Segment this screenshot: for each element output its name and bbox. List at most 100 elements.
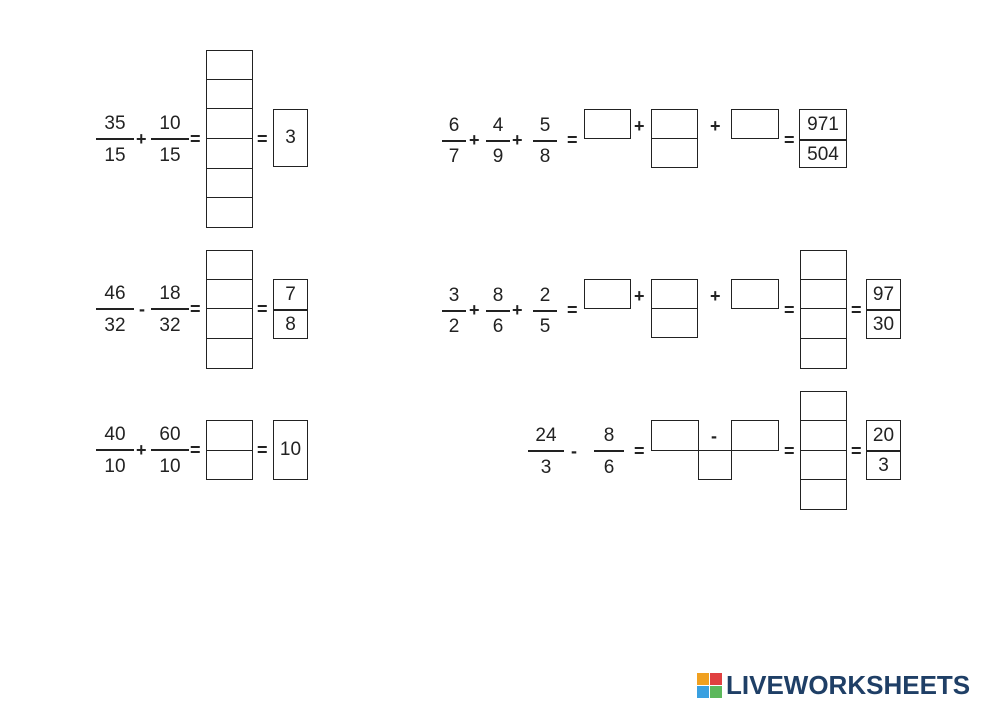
fraction-numerator: 3 bbox=[448, 285, 460, 306]
fraction-numerator: 60 bbox=[159, 424, 181, 445]
fraction-denominator: 3 bbox=[540, 457, 552, 478]
given-answer-numerator: 7 bbox=[285, 284, 296, 305]
answer-input-cell[interactable] bbox=[206, 279, 253, 309]
logo-square-icon bbox=[710, 685, 722, 698]
fraction-bar bbox=[800, 139, 846, 141]
fraction-numerator: 24 bbox=[535, 425, 557, 446]
given-answer-whole: 3 bbox=[285, 127, 296, 148]
fraction-numerator: 4 bbox=[492, 115, 504, 136]
fraction-bar bbox=[274, 309, 307, 311]
answer-input-cell[interactable] bbox=[800, 250, 847, 280]
equals-sign: = bbox=[257, 440, 268, 460]
answer-input-cell[interactable] bbox=[206, 168, 253, 198]
answer-input-cell[interactable] bbox=[584, 279, 631, 309]
fraction-bar bbox=[533, 310, 557, 312]
equals-sign: = bbox=[784, 300, 795, 320]
answer-input-cell[interactable] bbox=[206, 138, 253, 169]
fraction-denominator: 2 bbox=[448, 316, 460, 337]
operator: - bbox=[571, 441, 577, 461]
answer-input-cell[interactable] bbox=[206, 197, 253, 228]
answer-input-cell[interactable] bbox=[651, 109, 698, 139]
answer-input-cell[interactable] bbox=[800, 479, 847, 510]
fraction-denominator: 32 bbox=[104, 315, 126, 336]
equals-sign: = bbox=[851, 300, 862, 320]
answer-input-cell[interactable] bbox=[800, 279, 847, 309]
given-answer-whole: 10 bbox=[279, 439, 302, 460]
answer-input-cell[interactable] bbox=[651, 308, 698, 338]
answer-input-cell[interactable] bbox=[800, 391, 847, 421]
answer-input-cell[interactable] bbox=[800, 308, 847, 339]
answer-input-cell[interactable] bbox=[800, 450, 847, 480]
fraction-bar bbox=[867, 309, 900, 311]
fraction-numerator: 35 bbox=[104, 113, 126, 134]
answer-input-cell[interactable] bbox=[206, 420, 253, 451]
given-answer-denominator: 8 bbox=[285, 314, 296, 335]
equals-sign: = bbox=[567, 130, 578, 150]
answer-input-cell[interactable] bbox=[206, 108, 253, 139]
answer-input-cell[interactable] bbox=[698, 450, 732, 480]
fraction-bar bbox=[486, 310, 510, 312]
given-answer-numerator: 20 bbox=[872, 425, 895, 446]
fraction-numerator: 18 bbox=[159, 283, 181, 304]
fraction-denominator: 8 bbox=[539, 146, 551, 167]
answer-input-cell[interactable] bbox=[206, 308, 253, 339]
operator: + bbox=[136, 129, 147, 149]
fraction-bar bbox=[151, 138, 189, 140]
given-answer-box: 10 bbox=[273, 420, 308, 480]
fraction-denominator: 15 bbox=[159, 145, 181, 166]
fraction-bar bbox=[151, 449, 189, 451]
answer-input-cell[interactable] bbox=[731, 420, 779, 451]
operator: + bbox=[634, 116, 645, 136]
answer-input-cell[interactable] bbox=[206, 50, 253, 80]
fraction-numerator: 8 bbox=[492, 285, 504, 306]
logo-squares bbox=[697, 672, 722, 698]
fraction-denominator: 32 bbox=[159, 315, 181, 336]
answer-input-cell[interactable] bbox=[800, 420, 847, 451]
fraction-denominator: 6 bbox=[603, 457, 615, 478]
fraction-numerator: 2 bbox=[539, 285, 551, 306]
logo-text: LIVEWORKSHEETS bbox=[726, 669, 971, 700]
logo-square-icon bbox=[697, 672, 709, 685]
given-answer-box: 97 30 bbox=[866, 279, 901, 339]
fraction-bar bbox=[594, 450, 624, 452]
fraction-numerator: 6 bbox=[448, 115, 460, 136]
given-answer-numerator: 971 bbox=[807, 114, 839, 135]
fraction-denominator: 10 bbox=[104, 456, 126, 477]
fraction-denominator: 7 bbox=[448, 146, 460, 167]
answer-input-cell[interactable] bbox=[206, 450, 253, 480]
operator: + bbox=[512, 130, 523, 150]
given-answer-box: 20 3 bbox=[866, 420, 901, 480]
given-answer-box: 7 8 bbox=[273, 279, 308, 339]
equals-sign: = bbox=[190, 299, 201, 319]
answer-input-cell[interactable] bbox=[731, 279, 779, 309]
given-answer-denominator: 504 bbox=[807, 144, 839, 165]
liveworksheets-logo: LIVEWORKSHEETS bbox=[697, 669, 971, 700]
answer-input-cell[interactable] bbox=[584, 109, 631, 139]
answer-input-cell[interactable] bbox=[651, 279, 698, 309]
answer-input-cell[interactable] bbox=[206, 250, 253, 280]
answer-input-cell[interactable] bbox=[731, 109, 779, 139]
equals-sign: = bbox=[784, 441, 795, 461]
fraction-bar bbox=[96, 308, 134, 310]
equals-sign: = bbox=[257, 299, 268, 319]
equals-sign: = bbox=[567, 300, 578, 320]
fraction-bar bbox=[533, 140, 557, 142]
answer-input-cell[interactable] bbox=[651, 138, 698, 168]
operator: - bbox=[139, 299, 145, 319]
equals-sign: = bbox=[190, 440, 201, 460]
answer-input-cell[interactable] bbox=[800, 338, 847, 369]
fraction-bar bbox=[486, 140, 510, 142]
answer-input-cell[interactable] bbox=[651, 420, 699, 451]
operator: + bbox=[469, 130, 480, 150]
fraction-denominator: 6 bbox=[492, 316, 504, 337]
answer-input-cell[interactable] bbox=[206, 338, 253, 369]
operator: + bbox=[512, 300, 523, 320]
operator: + bbox=[136, 440, 147, 460]
fraction-numerator: 46 bbox=[104, 283, 126, 304]
given-answer-box: 971 504 bbox=[799, 109, 847, 168]
answer-input-cell[interactable] bbox=[206, 79, 253, 109]
given-answer-box: 3 bbox=[273, 109, 308, 167]
fraction-numerator: 8 bbox=[603, 425, 615, 446]
fraction-denominator: 10 bbox=[159, 456, 181, 477]
fraction-bar bbox=[867, 450, 900, 452]
